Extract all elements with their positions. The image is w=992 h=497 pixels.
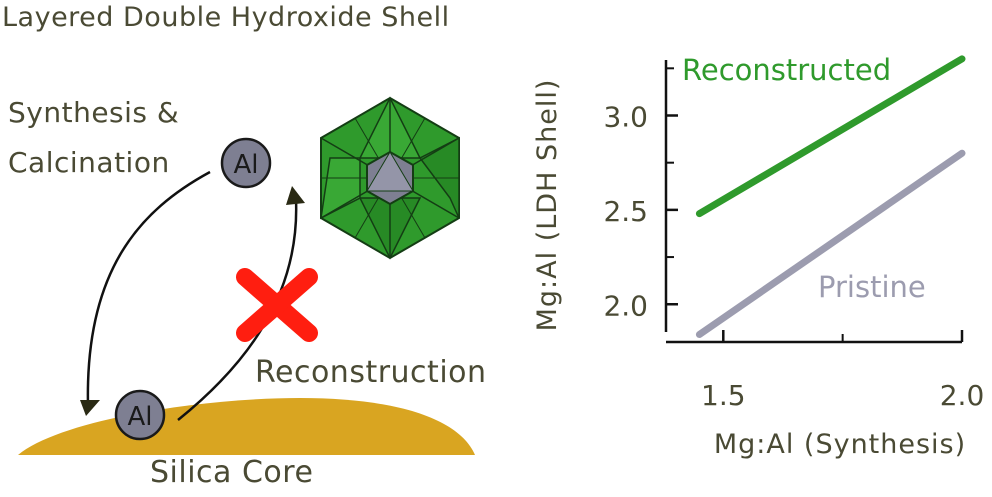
silica-core (18, 398, 475, 455)
red-x-icon (236, 268, 318, 342)
synthesis-label-line1: Synthesis & (8, 96, 180, 129)
y-tick-label: 3.0 (603, 101, 648, 134)
synthesis-label: Synthesis & Calcination (8, 88, 179, 188)
al-atom-top: Al (220, 137, 272, 189)
y-axis-label: Mg:Al (LDH Shell) (532, 79, 563, 332)
synthesis-arrow (86, 170, 211, 406)
al-atom-bottom: Al (114, 389, 166, 441)
y-tick-label: 2.5 (603, 195, 648, 228)
series-line-pristine (695, 149, 966, 338)
arrow-head-icon (80, 400, 100, 416)
silica-core-label: Silica Core (150, 455, 314, 490)
series-label-pristine: Pristine (818, 270, 926, 304)
diagram-title: Layered Double Hydroxide Shell (2, 2, 450, 33)
series-line-reconstructed (695, 55, 966, 218)
x-tick-label: 1.5 (701, 379, 746, 412)
reconstruction-label: Reconstruction (255, 355, 487, 390)
al-atom-top-label: Al (233, 150, 258, 180)
x-axis-label: Mg:Al (Synthesis) (714, 429, 966, 460)
synthesis-label-line2: Calcination (8, 146, 170, 179)
y-tick-label: 2.0 (603, 289, 648, 322)
arrow-head-icon (286, 186, 305, 205)
ldh-structure (320, 96, 460, 260)
al-atom-bottom-label: Al (127, 402, 152, 432)
series-label-reconstructed: Reconstructed (682, 53, 891, 87)
x-tick-label: 2.0 (940, 379, 985, 412)
